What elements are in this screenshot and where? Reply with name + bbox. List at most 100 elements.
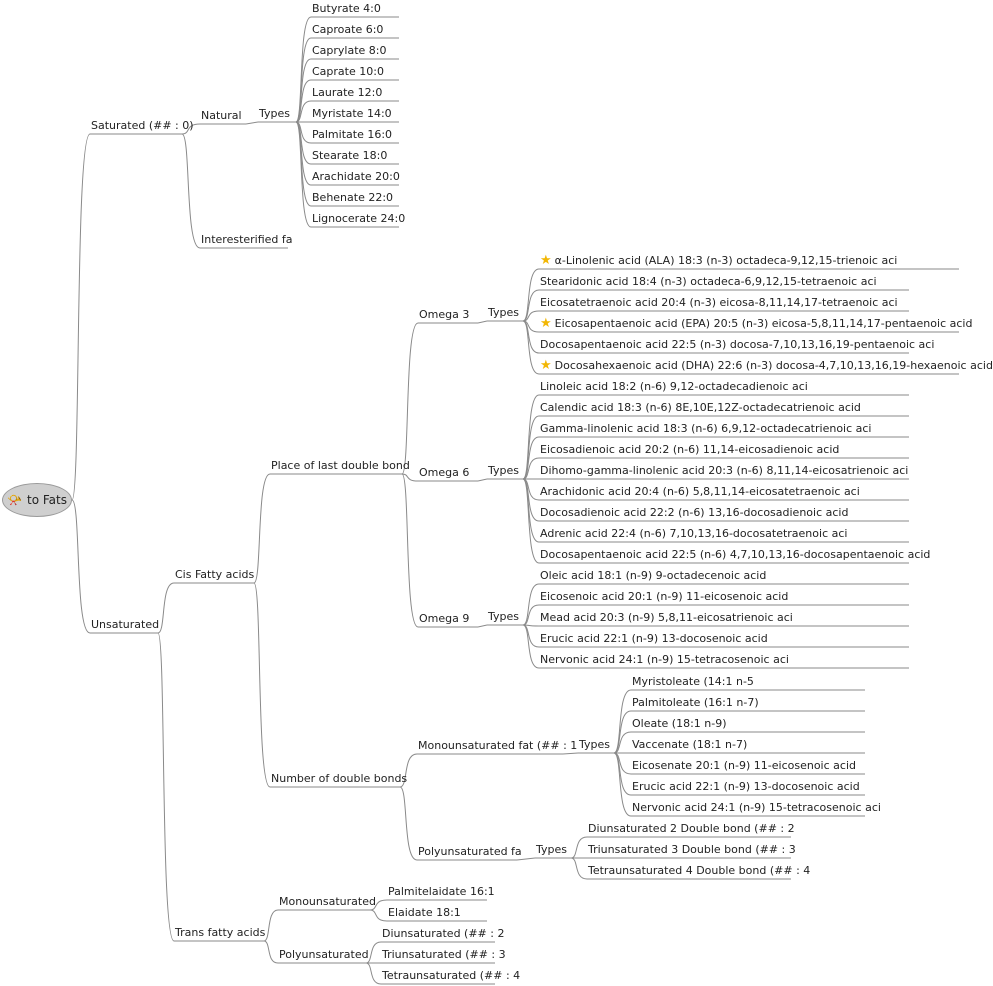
node-saturated-label: Saturated (## : 0) [91,119,194,132]
mono-type[interactable]: Oleate (18:1 n-9) [631,717,866,731]
poly-type-label: Tetraunsaturated 4 Double bond (## : 4 [588,864,811,877]
saturated-type-label: Palmitate 16:0 [312,128,393,141]
node-omega-6-type-label: Arachidonic acid 20:4 (n-6) 5,8,11,14-ei… [540,485,860,498]
node-omega-3-type-label: Eicosatetraenoic acid 20:4 (n-3) eicosa-… [540,296,898,309]
connector [522,604,540,626]
trans-mono-type[interactable]: Elaidate 18:1 [387,906,488,920]
node-trans-polyunsaturated[interactable]: Polyunsaturated [278,948,369,962]
connector [295,100,312,123]
node-omega-6-type-label: Docosadienoic acid 22:2 (n-6) 13,16-doco… [540,506,849,519]
connector [522,457,540,480]
node-omega-3-type-label: Docosahexaenoic acid (DHA) 22:6 (n-3) do… [554,359,993,372]
node-mono-types[interactable]: Types [578,738,615,752]
node-omega-3-types[interactable]: Types [487,306,524,320]
node-omega-6-type[interactable]: Gamma-linolenic acid 18:3 (n-6) 6,9,12-o… [539,422,910,436]
saturated-type-label: Arachidate 20:0 [312,170,400,183]
mono-type[interactable]: Palmitoleate (16:1 n-7) [631,696,866,710]
node-place-of-last-double-bond-label: Place of last double bond [271,459,410,472]
node-omega-9-type[interactable]: Eicosenoic acid 20:1 (n-9) 11-eicosenoic… [539,590,910,604]
node-omega-9-type[interactable]: Erucic acid 22:1 (n-9) 13-docosenoic aci… [539,632,910,646]
saturated-type[interactable]: Arachidate 20:0 [311,170,400,184]
node-monounsaturated-fat-label: Monounsaturated fat (## : 1 [418,739,578,752]
node-saturated[interactable]: Saturated (## : 0) [90,119,194,133]
node-cis-fatty-acids[interactable]: Cis Fatty acids [174,568,255,582]
root-node[interactable]: 📯 to Fats [2,483,72,517]
node-omega-6-type-label: Adrenic acid 22:4 (n-6) 7,10,13,16-docos… [540,527,848,540]
mono-type[interactable]: Myristoleate (14:1 n-5 [631,675,866,689]
poly-type[interactable]: Tetraunsaturated 4 Double bond (## : 4 [587,864,810,878]
node-omega-3-type[interactable]: Stearidonic acid 18:4 (n-3) octadeca-6,9… [539,275,910,289]
node-unsaturated[interactable]: Unsaturated [90,618,159,632]
node-omega-6-type[interactable]: Calendic acid 18:3 (n-6) 8E,10E,12Z-octa… [539,401,910,415]
node-trans-fatty-acids[interactable]: Trans fatty acids [174,926,265,940]
node-omega-6-type[interactable]: Docosadienoic acid 22:2 (n-6) 13,16-doco… [539,506,910,520]
node-omega-3[interactable]: Omega 3 [418,308,479,322]
mono-type[interactable]: Nervonic acid 24:1 (n-9) 15-tetracosenoi… [631,801,881,815]
node-omega-6[interactable]: Omega 6 [418,466,479,480]
connector [562,752,579,755]
saturated-type-label: Caproate 6:0 [312,23,384,36]
connector [369,899,388,911]
node-omega-6-type[interactable]: Adrenic acid 22:4 (n-6) 7,10,13,16-docos… [539,527,910,541]
trans-poly-type[interactable]: Diunsaturated (## : 2 [381,927,504,941]
saturated-type[interactable]: Caprate 10:0 [311,65,400,79]
saturated-type[interactable]: Myristate 14:0 [311,107,400,121]
connector [181,133,201,249]
saturated-type[interactable]: Laurate 12:0 [311,86,400,100]
node-unsaturated-label: Unsaturated [91,618,160,631]
node-types[interactable]: Types [258,107,297,121]
saturated-type[interactable]: Caproate 6:0 [311,23,400,37]
node-monounsaturated-fat[interactable]: Monounsaturated fat (## : 1 [417,739,577,753]
node-trans-monounsaturated-label: Monounsaturated [279,895,376,908]
poly-type[interactable]: Triunsaturated 3 Double bond (## : 3 [587,843,796,857]
mono-type[interactable]: Eicosenate 20:1 (n-9) 11-eicosenoic acid [631,759,866,773]
mono-type-label: Myristoleate (14:1 n-5 [632,675,754,688]
node-omega-3-type[interactable]: Docosapentaenoic acid 22:5 (n-3) docosa-… [539,338,934,352]
saturated-type[interactable]: Butyrate 4:0 [311,2,400,16]
node-omega-3-type[interactable]: ★Docosahexaenoic acid (DHA) 22:6 (n-3) d… [539,359,993,373]
mono-type[interactable]: Vaccenate (18:1 n-7) [631,738,866,752]
saturated-type[interactable]: Behenate 22:0 [311,191,400,205]
node-omega-9-types[interactable]: Types [487,610,524,624]
saturated-type[interactable]: Stearate 18:0 [311,149,400,163]
node-omega-6-types[interactable]: Types [487,464,524,478]
trans-poly-type-label: Diunsaturated (## : 2 [382,927,505,940]
node-number-of-double-bonds[interactable]: Number of double bonds [270,772,407,786]
trans-mono-type[interactable]: Palmitelaidate 16:1 [387,885,495,899]
node-natural[interactable]: Natural [200,109,247,123]
node-polyunsaturated-fat-label: Polyunsaturated fa [418,845,522,858]
node-omega-3-type-label: Stearidonic acid 18:4 (n-3) octadeca-6,9… [540,275,877,288]
saturated-type[interactable]: Palmitate 16:0 [311,128,400,142]
node-omega-6-type[interactable]: Arachidonic acid 20:4 (n-6) 5,8,11,14-ei… [539,485,910,499]
node-omega-6-type[interactable]: Dihomo-gamma-linolenic acid 20:3 (n-6) 8… [539,464,910,478]
node-omega-9-type[interactable]: Mead acid 20:3 (n-9) 5,8,11-eicosatrieno… [539,611,910,625]
node-omega-9-type[interactable]: Nervonic acid 24:1 (n-9) 15-tetracosenoi… [539,653,910,667]
node-poly-types-label: Types [536,843,567,856]
trans-poly-type[interactable]: Triunsaturated (## : 3 [381,948,506,962]
node-poly-types[interactable]: Types [535,843,572,857]
node-omega-6-type[interactable]: Docosapentaenoic acid 22:5 (n-6) 4,7,10,… [539,548,930,562]
saturated-type[interactable]: Lignocerate 24:0 [311,212,405,226]
node-omega-6-type[interactable]: Eicosadienoic acid 20:2 (n-6) 11,14-eico… [539,443,910,457]
saturated-type[interactable]: Caprylate 8:0 [311,44,400,58]
node-omega-9-types-label: Types [488,610,519,623]
node-place-of-last-double-bond[interactable]: Place of last double bond [270,459,410,473]
connector [522,624,540,669]
node-trans-monounsaturated[interactable]: Monounsaturated [278,895,376,909]
poly-type[interactable]: Diunsaturated 2 Double bond (## : 2 [587,822,795,836]
node-polyunsaturated-fat[interactable]: Polyunsaturated fa [417,845,522,859]
node-omega-9-type[interactable]: Oleic acid 18:1 (n-9) 9-octadecenoic aci… [539,569,910,583]
node-omega-3-type[interactable]: ★Eicosapentaenoic acid (EPA) 20:5 (n-3) … [539,317,972,331]
node-omega-9[interactable]: Omega 9 [418,612,479,626]
node-interesterified[interactable]: Interesterified fa [200,233,293,247]
saturated-type-label: Laurate 12:0 [312,86,383,99]
node-omega-6-label: Omega 6 [419,466,470,479]
node-omega-3-type[interactable]: ★α-Linolenic acid (ALA) 18:3 (n-3) octad… [539,254,960,268]
trans-poly-type[interactable]: Tetraunsaturated (## : 4 [381,969,520,983]
connector [399,753,418,788]
node-omega-3-type[interactable]: Eicosatetraenoic acid 20:4 (n-3) eicosa-… [539,296,910,310]
saturated-type-label: Caprylate 8:0 [312,44,387,57]
node-omega-6-type-label: Docosapentaenoic acid 22:5 (n-6) 4,7,10,… [540,548,931,561]
mono-type[interactable]: Erucic acid 22:1 (n-9) 13-docosenoic aci… [631,780,866,794]
node-omega-6-type[interactable]: Linoleic acid 18:2 (n-6) 9,12-octadecadi… [539,380,910,394]
